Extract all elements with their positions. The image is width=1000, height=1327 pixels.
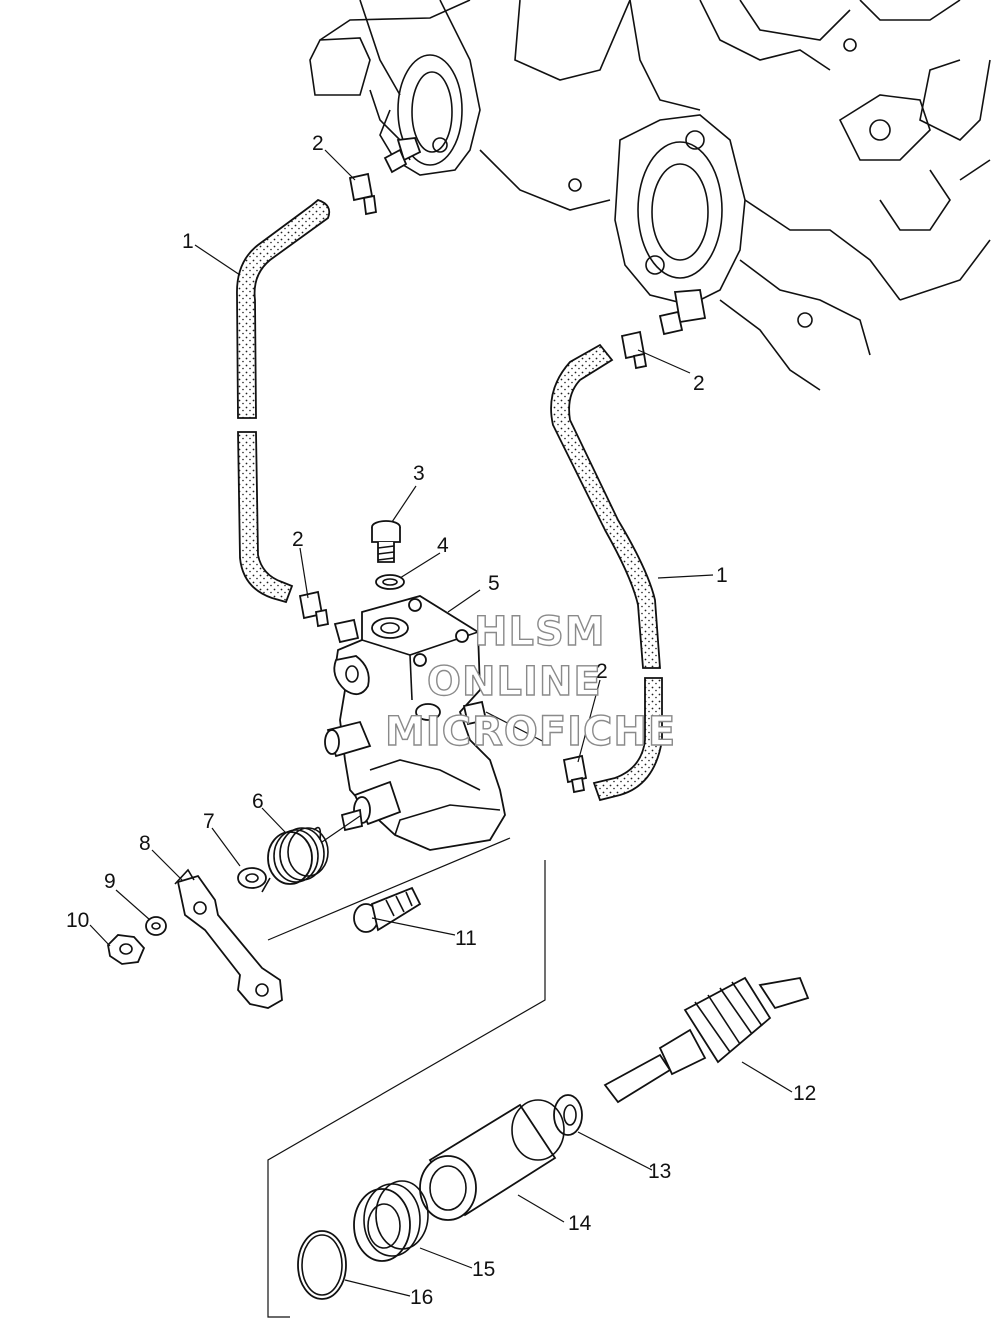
hex-nut [107,934,146,965]
callout-12: 12 [793,1082,816,1105]
callout-5: 5 [488,572,500,595]
shaft-bushing [419,1099,565,1221]
callout-2-top-right: 2 [693,372,705,395]
callout-leaders [89,149,793,1297]
oil-hose-right [550,343,663,802]
hose-clamp-top-left [348,172,377,216]
callout-1-right: 1 [716,564,728,587]
hose-clamp-mid-right [562,754,588,794]
callout-14: 14 [568,1212,592,1235]
assembly-guide-lines [267,711,551,1318]
callout-8: 8 [139,832,151,855]
banjo-bolt [371,520,401,563]
watermark: HLSM ONLINE MICROFICHE [384,608,676,755]
callout-9: 9 [104,870,116,893]
mounting-screw [353,886,422,933]
pump-drive-gear-shaft [603,976,810,1104]
callout-2-top-left: 2 [312,132,324,155]
hose-clamp-top-right [620,330,648,370]
callout-1-left: 1 [182,230,194,253]
oil-hose-left [236,198,331,604]
callout-3: 3 [413,462,425,485]
lock-washer [145,916,167,936]
flat-washer [237,867,267,889]
hose-clamp-mid-left [298,590,330,628]
callout-2-mid-right: 2 [596,660,608,683]
callout-11: 11 [455,927,477,950]
callout-15: 15 [472,1258,495,1281]
callout-16: 16 [410,1286,433,1309]
watermark-line-2: ONLINE [427,659,602,705]
callout-4: 4 [437,534,449,557]
oil-seal [353,1180,429,1262]
return-spring [261,826,329,893]
callout-6: 6 [252,790,264,813]
watermark-line-3: MICROFICHE [385,709,676,755]
oil-pump-body [324,595,506,851]
o-ring [297,1230,347,1300]
callout-7: 7 [203,810,215,833]
callout-10: 10 [66,909,89,932]
callout-labels: 1 1 2 2 2 2 3 4 5 6 7 8 9 10 11 12 13 14… [66,132,816,1309]
engine-cylinder-head [309,0,991,391]
callout-13: 13 [648,1160,671,1183]
pump-control-lever [174,868,283,1009]
watermark-line-1: HLSM [474,609,606,655]
callout-2-mid-left: 2 [292,528,304,551]
sealing-washer [375,574,405,590]
shaft-washer [553,1094,583,1136]
